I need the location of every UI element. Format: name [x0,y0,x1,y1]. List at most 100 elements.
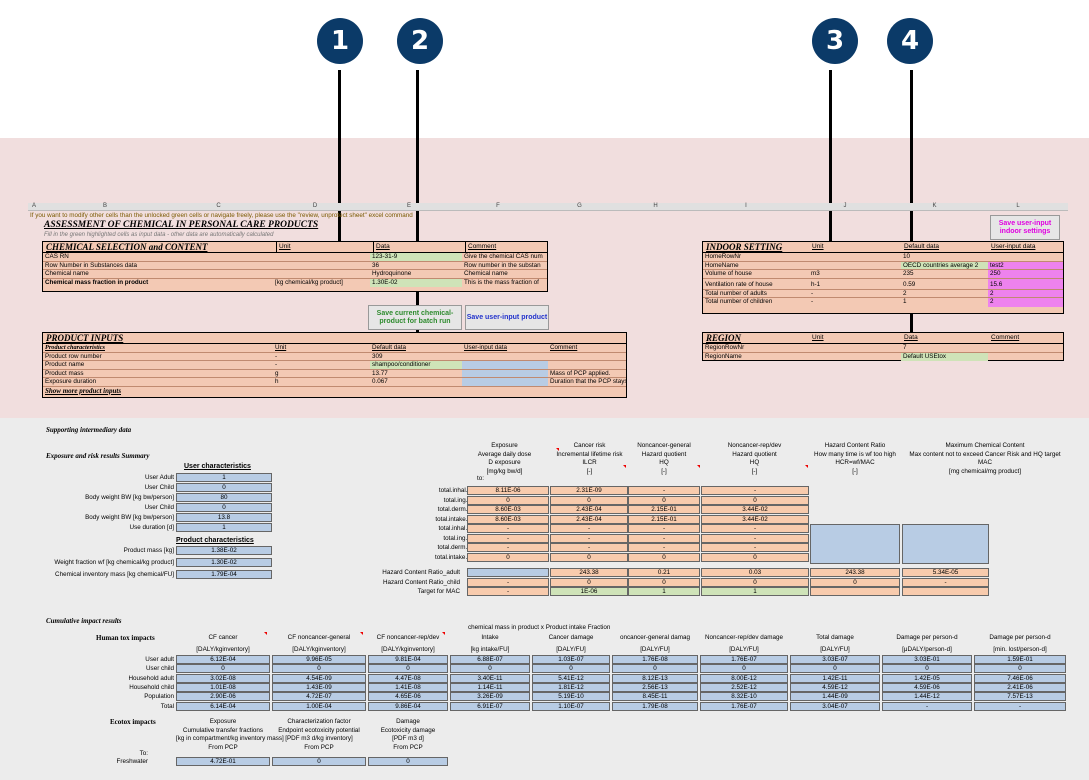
human-value: 3.40E-11 [450,673,530,683]
risk-value: - [550,533,628,543]
home-name-input[interactable]: OECD countries average 2 [901,261,988,269]
indoor-header-user: User-input data [991,243,1036,250]
save-indoor-button[interactable]: Save user-input indoor settings [990,215,1060,240]
indoor-user-input[interactable]: 15.6 [988,278,1063,289]
user-char-value[interactable]: 0 [176,483,272,492]
eco-head-text: From PCP [304,743,334,751]
col-l[interactable]: L [1016,203,1020,209]
indoor-user-input[interactable]: 2 [988,298,1063,307]
supporting-title: Supporting intermediary data [46,426,132,434]
human-value: 8.45E-11 [612,692,698,702]
risk-row-label: total.ing.userA [443,496,484,504]
human-value: 1.42E-11 [790,673,880,683]
comment-marker-icon [805,465,808,468]
user-char-title: User characteristics [184,463,251,470]
product-name-input[interactable]: shampoo/conditioner [370,361,462,369]
indoor-default: 2 [903,289,907,297]
product-user-input[interactable] [462,361,548,369]
region-comment [988,344,1063,352]
col-h[interactable]: H [653,203,658,209]
col-i[interactable]: I [745,203,747,209]
human-value: 2.90E-06 [176,692,270,702]
user-char-value[interactable]: 1 [176,473,272,482]
chem-header-unit: Unit [276,242,373,252]
hcr-value [467,568,549,577]
indoor-user-input[interactable]: 2 [988,289,1063,297]
human-value: 7.46E-06 [974,673,1066,683]
human-value: 0 [974,664,1066,674]
human-value: 6.91E-07 [450,701,530,711]
eco-head-text: Cumulative transfer fractions [182,726,264,734]
callout-1-line [338,70,341,270]
indoor-user-input[interactable]: 250 [988,270,1063,278]
hcr-value [902,587,989,596]
indoor-user-input[interactable]: test2 [988,261,1063,269]
human-value: 1.76E-07 [700,655,788,664]
col-g[interactable]: G [577,203,582,209]
hcr-value: 243.38 [550,568,628,577]
risk-value: - [467,524,549,533]
col-c[interactable]: C [216,203,221,209]
human-value: 3.02E-08 [176,673,270,683]
human-value: 3.03E-01 [882,655,972,664]
indoor-header-default: Default data [904,243,940,250]
mac-blank-cell [902,524,989,564]
indoor-unit: - [811,298,814,305]
product-user-input[interactable] [462,369,548,377]
product-user-input[interactable] [462,378,548,386]
risk-row-label: total.inhal.userC [438,525,484,532]
product-default: 0.067 [372,378,388,385]
save-product-button[interactable]: Save user-input product [465,305,549,330]
risk-value: 2.43E-04 [550,514,628,524]
col-d[interactable]: D [312,203,318,209]
human-head-unit: [DALY/FU] [640,646,670,653]
col-b[interactable]: B [102,203,107,209]
risk-value: - [701,533,809,543]
show-more-label: Show more product inputs [45,386,122,395]
human-value: 1.00E-04 [272,701,366,711]
risk-value: 0 [467,552,549,562]
risk-head-text: ILCR [582,459,597,466]
hcr-value: 0 [810,577,900,587]
hcr-label: Hazard Content Ratio_adult [382,569,460,576]
risk-head-text: Exposure [491,442,518,449]
product-default: 13.77 [372,369,388,377]
eco-head-text: Damage [396,718,420,725]
callout-3-line [829,70,832,270]
region-name-input[interactable]: Default USEtox [901,352,988,361]
chem-header-data: Data [373,242,465,252]
user-char-value[interactable]: 0 [176,503,272,512]
col-j[interactable]: J [843,203,847,209]
comment-marker-icon [623,465,626,468]
eco-head-text: From PCP [393,743,423,751]
human-value: 0 [882,664,972,674]
product-label: Exposure duration [45,378,97,385]
save-chemical-product-button[interactable]: Save current chemical-product for batch … [368,305,462,330]
user-char-value[interactable]: 80 [176,493,272,502]
indoor-unit: m3 [811,270,820,277]
col-e[interactable]: E [406,203,411,209]
product-row: Product row number-309 [43,353,626,361]
user-char-value[interactable]: 1 [176,523,272,532]
col-f[interactable]: F [496,203,500,209]
risk-value: 3.44E-02 [701,505,809,514]
human-value: - [974,701,1066,711]
risk-value: 8.11E-06 [467,486,549,495]
region-value: 7 [903,344,907,351]
risk-head-text: HQ [749,459,760,466]
chem-label: Chemical mass fraction in product [45,278,149,286]
col-a[interactable]: A [31,203,36,209]
human-tox-label: Human tox impacts [96,634,155,642]
mass-fraction-input[interactable]: 1.30E-02 [370,278,462,287]
human-value: 5.19E-10 [532,692,610,702]
risk-row-label: total.inhal.userA [438,487,484,494]
eco-head-text: Exposure [209,718,237,725]
user-char-value[interactable]: 13.8 [176,513,272,522]
user-char-label: Use duration [d] [129,524,174,531]
eco-value: 4.72E-01 [176,757,270,766]
col-k[interactable]: K [932,203,937,209]
show-more-product-inputs[interactable]: Show more product inputs [43,387,626,396]
cas-input[interactable]: 123-31-9 [370,253,462,261]
product-char-label: Weight fraction wf [kg chemical/kg produ… [54,559,174,566]
